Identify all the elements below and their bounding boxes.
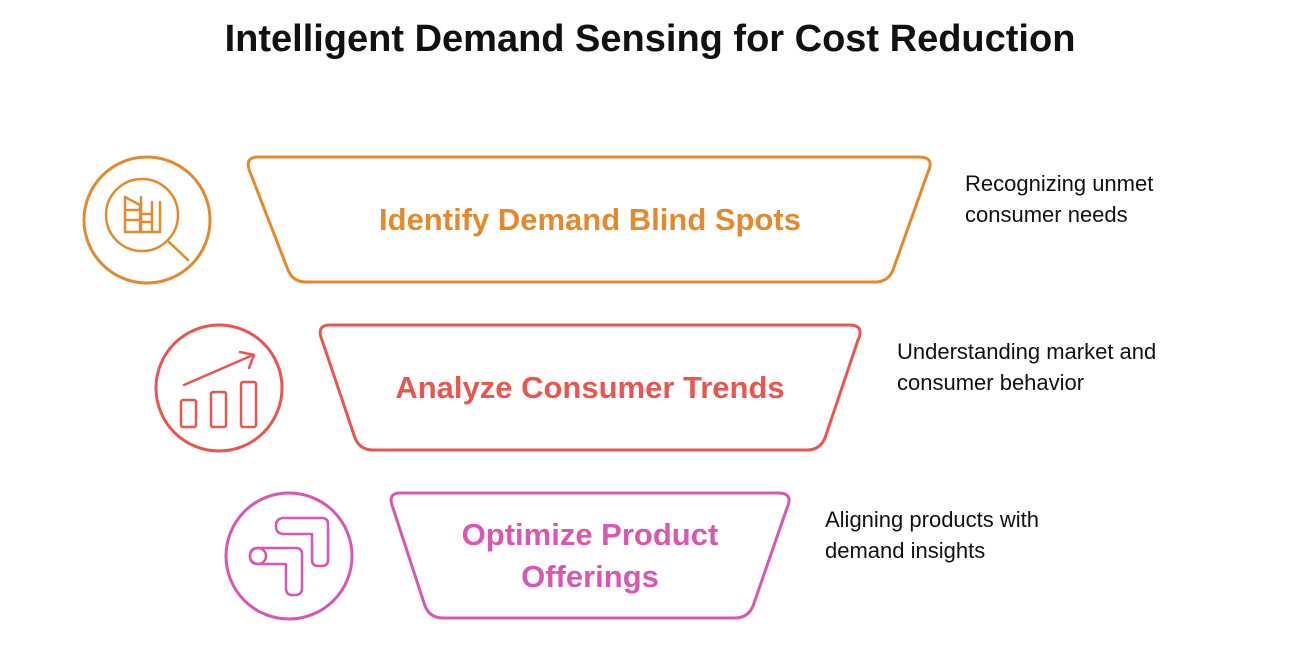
step-2-label: Analyze Consumer Trends xyxy=(395,369,785,405)
step-1-icon-circle xyxy=(82,155,212,285)
step-1-trapezoid xyxy=(246,155,932,284)
page-title: Intelligent Demand Sensing for Cost Redu… xyxy=(224,18,1076,60)
step-3-description: Aligning products with demand insights xyxy=(825,507,1040,563)
growth-chart-icon xyxy=(179,350,258,429)
step-1-group xyxy=(82,155,932,285)
step-3-group xyxy=(224,491,791,621)
step-2-description: Understanding market and consumer behavi… xyxy=(897,339,1157,395)
pipes-icon xyxy=(248,516,330,597)
step-1-label: Identify Demand Blind Spots xyxy=(379,201,801,237)
step-2-group xyxy=(154,323,862,453)
magnifier-buildings-icon xyxy=(104,177,190,262)
step-3-trapezoid xyxy=(389,491,791,620)
step-3-label: Optimize Product Offerings xyxy=(461,516,719,594)
step-1-description: Recognizing unmet consumer needs xyxy=(965,171,1154,227)
step-2-trapezoid xyxy=(318,323,862,452)
step-2-icon-circle xyxy=(154,323,284,453)
step-3-icon-circle xyxy=(224,491,354,621)
